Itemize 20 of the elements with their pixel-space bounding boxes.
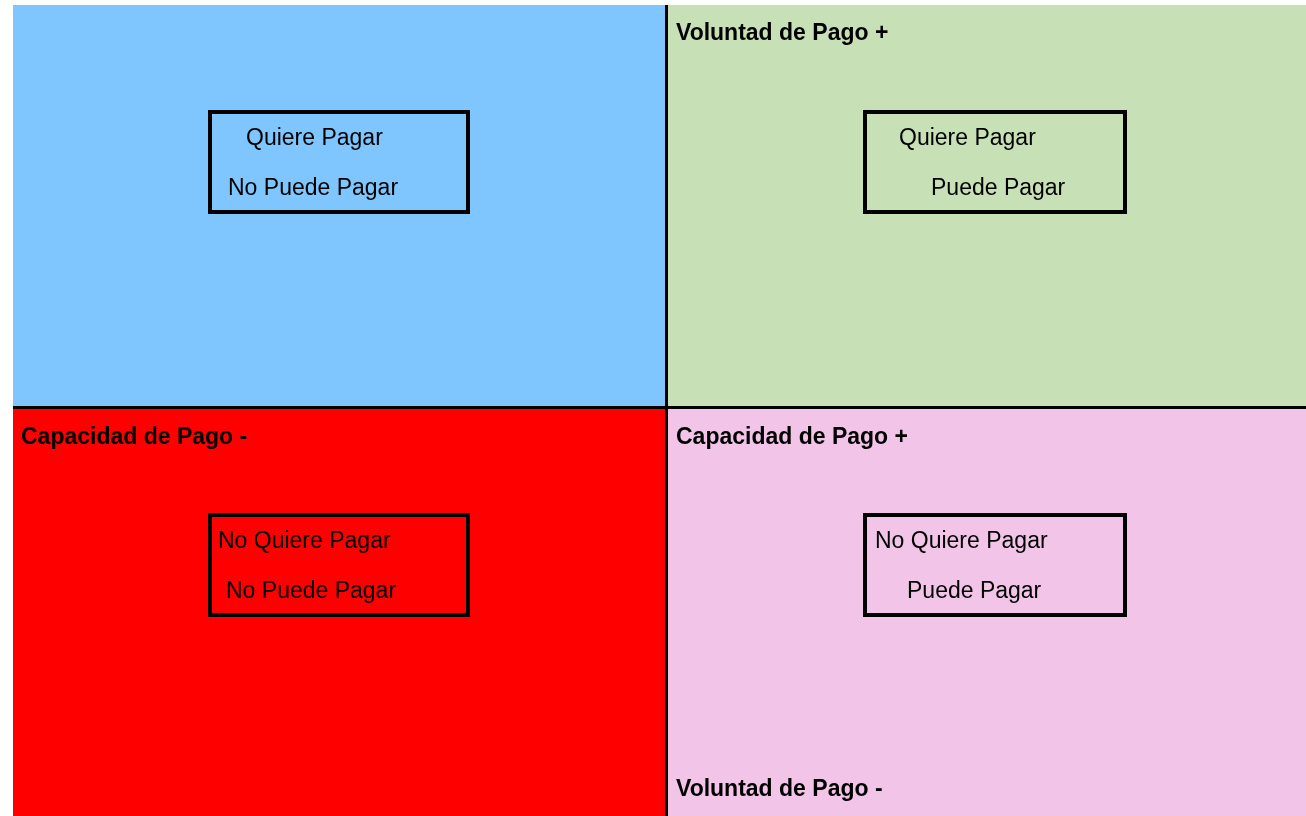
category-text: Quiere Pagar — [899, 124, 1036, 151]
category-text: No Quiere Pagar — [218, 527, 391, 554]
category-box — [863, 513, 1127, 617]
category-text: No Puede Pagar — [228, 174, 399, 201]
quadrant-panel — [668, 409, 1306, 816]
category-text: No Quiere Pagar — [875, 527, 1048, 554]
axis-heading: Voluntad de Pago + — [676, 19, 889, 46]
category-box — [863, 110, 1127, 214]
axis-heading: Capacidad de Pago + — [676, 423, 908, 450]
category-box — [208, 513, 470, 617]
category-box — [208, 110, 470, 214]
category-text: Puede Pagar — [907, 577, 1042, 604]
quadrant-panel — [13, 409, 668, 816]
category-text: Quiere Pagar — [246, 124, 383, 151]
axis-heading: Voluntad de Pago - — [676, 775, 883, 802]
quadrant-panel — [13, 5, 668, 409]
axis-heading: Capacidad de Pago - — [21, 423, 248, 450]
category-text: No Puede Pagar — [226, 577, 397, 604]
quadrant-panel — [668, 5, 1306, 409]
category-text: Puede Pagar — [931, 174, 1066, 201]
